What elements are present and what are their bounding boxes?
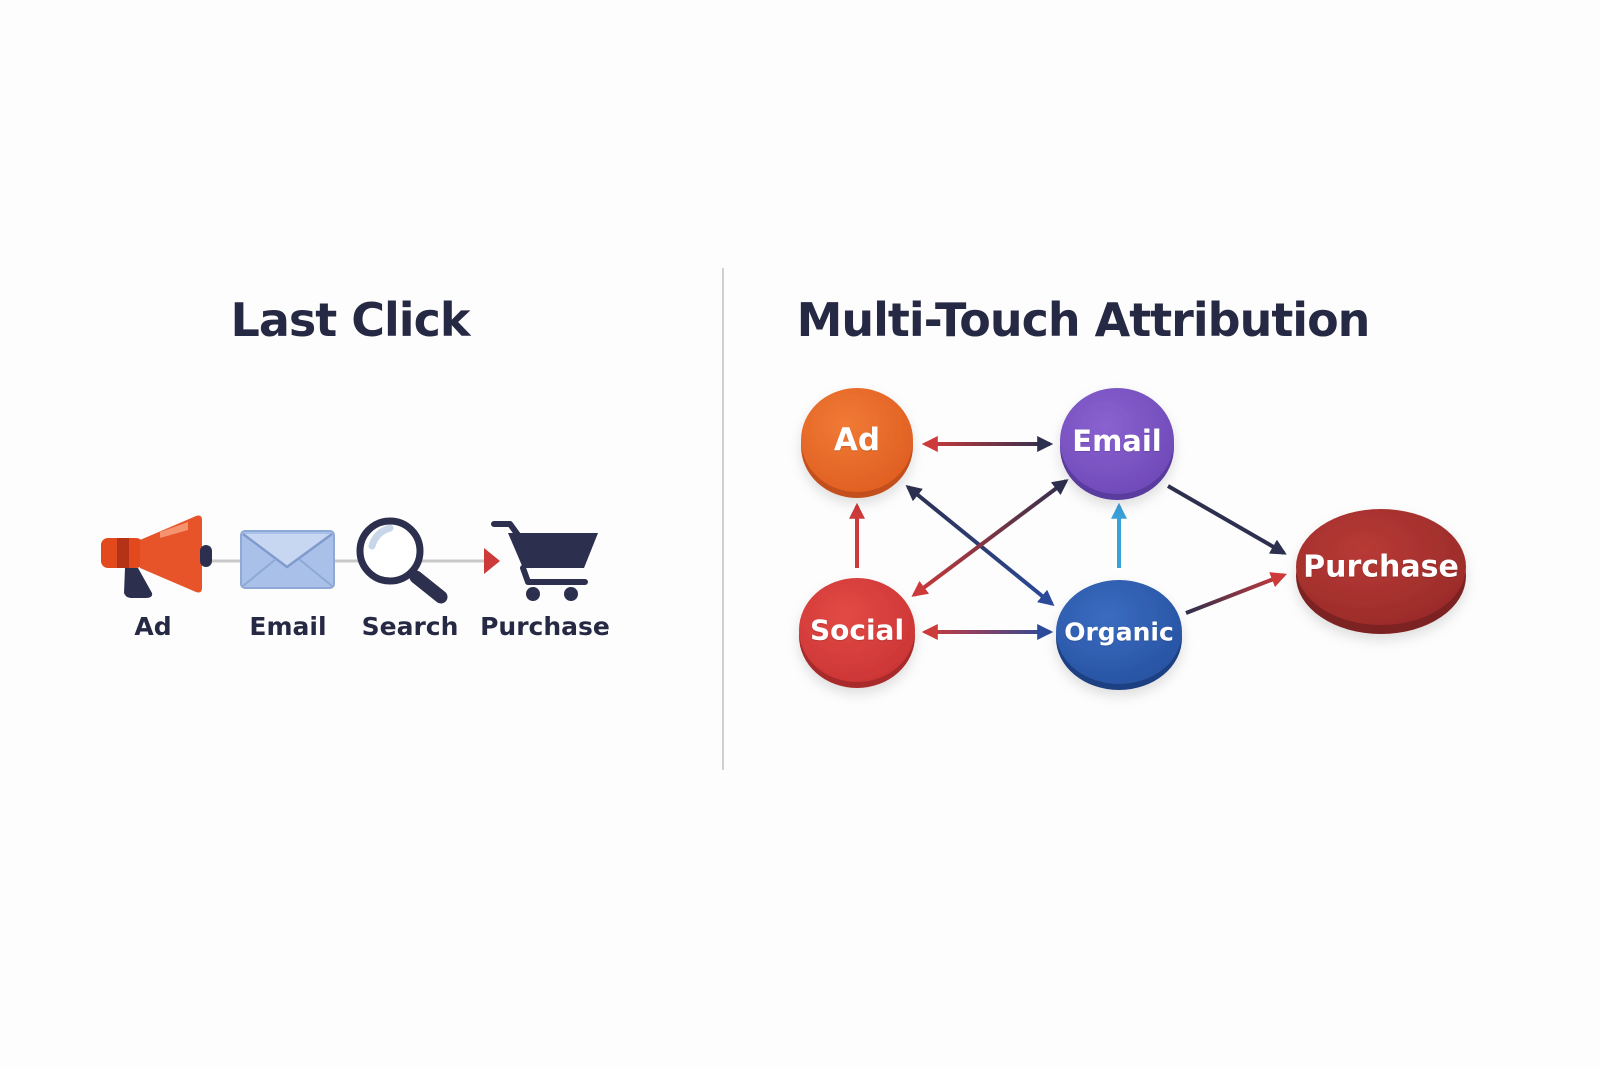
magnifier-icon [356, 517, 448, 604]
last-click-flow [101, 515, 598, 604]
node-label-organic: Organic [1064, 617, 1174, 647]
step-label-purchase: Purchase [480, 612, 610, 641]
node-ad [801, 388, 913, 498]
multi-touch-title: Multi-Touch Attribution [796, 293, 1371, 347]
step-label-email: Email [249, 612, 327, 641]
node-label-ad: Ad [833, 422, 881, 458]
megaphone-icon [101, 515, 212, 598]
last-click-title: Last Click [230, 293, 471, 347]
node-label-social: Social [809, 613, 905, 647]
attribution-edges [849, 436, 1287, 640]
attribution-nodes [799, 388, 1466, 690]
node-label-email: Email [1072, 424, 1162, 458]
node-email [1060, 388, 1174, 500]
step-label-search: Search [361, 612, 459, 641]
envelope-icon [240, 530, 335, 589]
node-social [799, 578, 915, 688]
flow-arrowhead [484, 548, 500, 574]
shopping-cart-icon [491, 521, 598, 601]
edge-organic-purchase [1185, 572, 1287, 615]
edge-email-social [911, 479, 1069, 597]
step-label-ad: Ad [134, 612, 172, 641]
node-organic [1056, 580, 1182, 690]
node-label-purchase: Purchase [1303, 549, 1459, 585]
node-purchase [1296, 509, 1466, 634]
edge-email-purchase [1166, 484, 1287, 555]
